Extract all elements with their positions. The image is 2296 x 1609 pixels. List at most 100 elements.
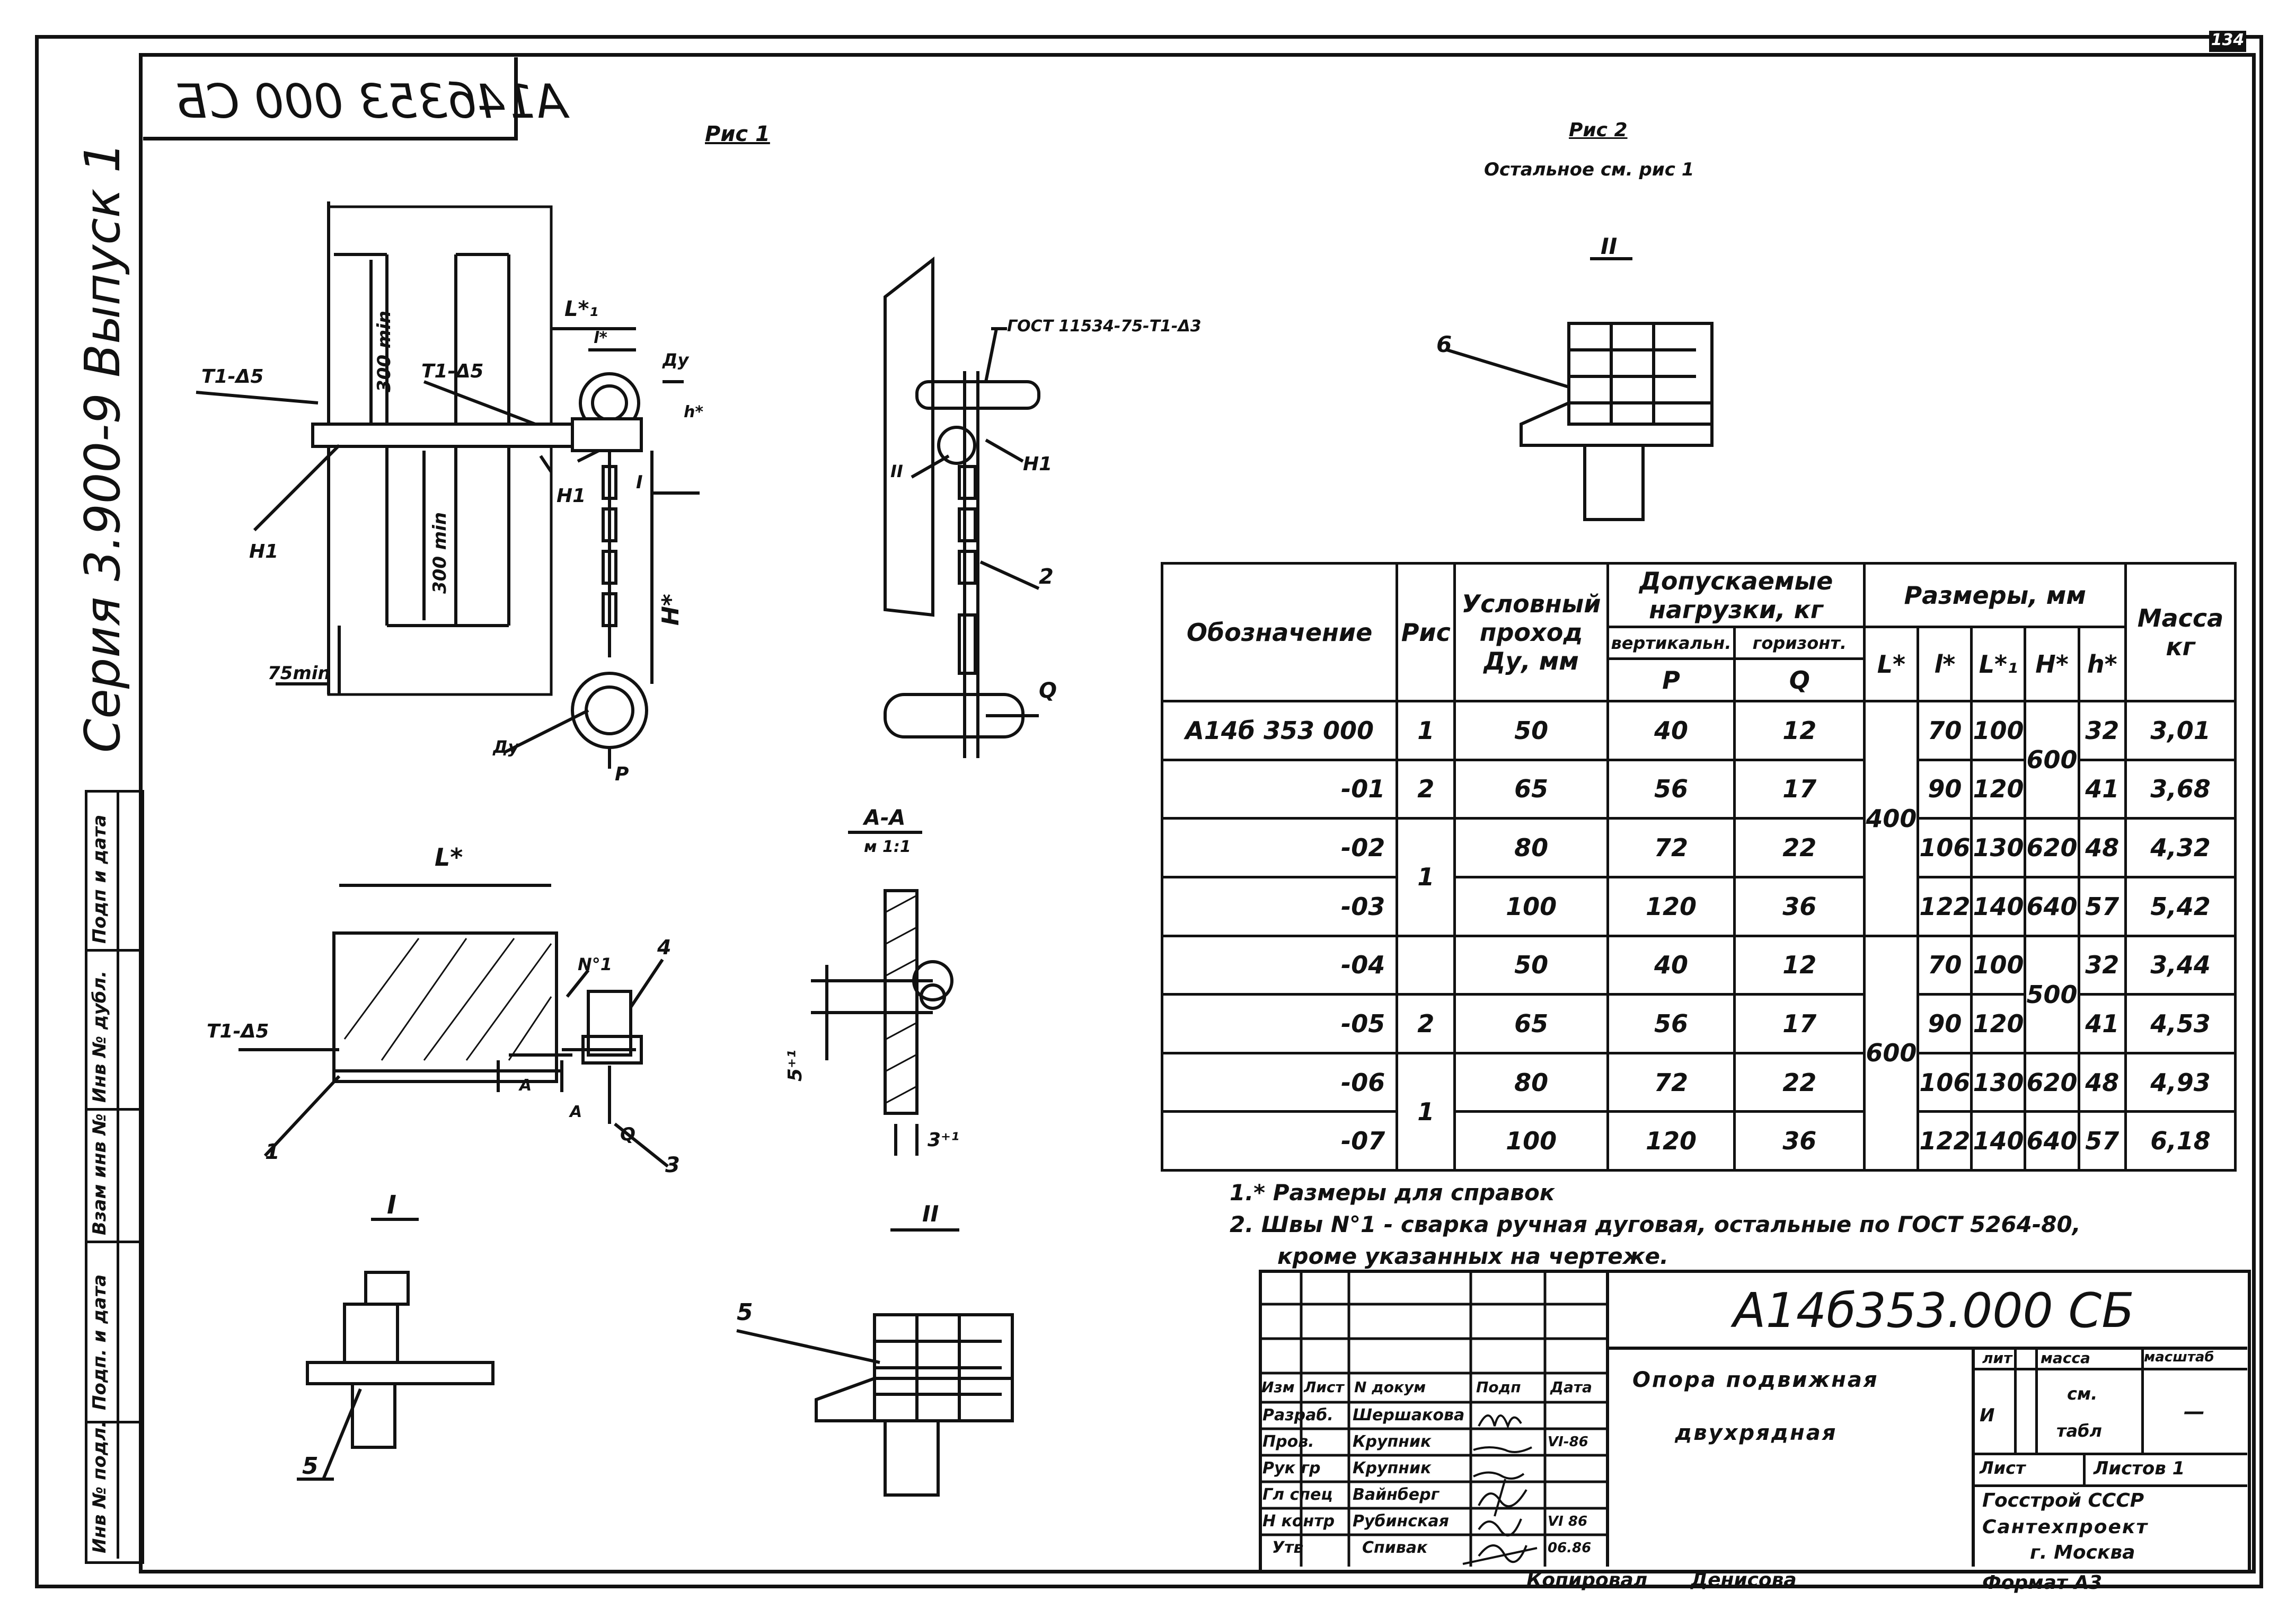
label-h1-b: Н1 <box>557 485 586 507</box>
cell-H-500: 500 <box>2024 934 2080 1054</box>
label-h-small: h* <box>684 403 704 421</box>
cell-l: 70 <box>1917 700 1973 761</box>
cell-l: 106 <box>1917 1051 1973 1113</box>
cell-des: -02 <box>1160 817 1399 878</box>
h-horiz: горизонт. <box>1733 626 1866 660</box>
table-row: -01 2 65 56 17 90 120 41 3,68 <box>1160 758 2237 820</box>
tb-sheets: Листов 1 <box>2094 1458 2185 1479</box>
label-dy-a: Ду <box>663 350 689 370</box>
cell-h: 41 <box>2077 758 2127 820</box>
label-num2: 2 <box>1039 565 1054 589</box>
h-mass-1: Масса <box>2137 603 2224 632</box>
tb-name-5: Спивак <box>1362 1538 1428 1557</box>
footer-copied: Копировал <box>1526 1569 1648 1591</box>
cell-h: 41 <box>2077 993 2127 1054</box>
cell-p: 72 <box>1606 1051 1736 1113</box>
tb-divider-v6 <box>2083 1453 2086 1484</box>
cell-p: 120 <box>1606 1110 1736 1172</box>
tb-role-1: Пров. <box>1262 1432 1314 1451</box>
tb-divider-h3 <box>1972 1453 2247 1455</box>
cell-q: 12 <box>1733 934 1866 996</box>
mirrored-code-box <box>143 57 518 140</box>
tb-scale-v: — <box>2184 1400 2205 1424</box>
strip-divider <box>85 790 119 1559</box>
cell-dn: 65 <box>1453 993 1609 1054</box>
h-dn-3: Ду, мм <box>1483 646 1579 675</box>
h-l1: L*₁ <box>1970 626 2027 702</box>
tb-role-5: Утв <box>1272 1538 1304 1557</box>
tb-h-sign: Подп <box>1476 1378 1521 1396</box>
tb-divider-v3 <box>2014 1347 2017 1453</box>
tb-divider-h4 <box>1972 1484 2247 1487</box>
tb-divider-h <box>1606 1347 2247 1350</box>
h-p: P <box>1606 657 1736 702</box>
cell-l: 90 <box>1917 993 1973 1054</box>
cell-H-600: 600 <box>2024 699 2080 820</box>
fig1-title: Рис 1 <box>705 122 770 146</box>
fig2-title: Рис 2 <box>1569 119 1628 141</box>
cell-mass: 5,42 <box>2124 875 2237 937</box>
tb-grid <box>1259 1270 1606 1567</box>
tb-h-izm: Изм <box>1261 1378 1295 1396</box>
tb-date-1: VI-86 <box>1548 1434 1588 1450</box>
title-block-frame <box>1259 1270 2251 1573</box>
tb-org-2: Сантехпроект <box>1982 1516 2149 1538</box>
cell-l: 122 <box>1917 875 1973 937</box>
tb-date-5: 06.86 <box>1548 1540 1592 1556</box>
label-t1-d5-b: Т1-Δ5 <box>421 361 484 382</box>
note-2b: кроме указанных на чертеже. <box>1277 1243 1668 1269</box>
cell-q: 22 <box>1733 817 1866 878</box>
tb-doc-code: А14б353.000 СБ <box>1733 1283 2134 1339</box>
cell-L-400: 400 <box>1863 700 1920 937</box>
tb-name-3: Вайнберг <box>1353 1485 1440 1504</box>
tb-name-4: Рубинская <box>1353 1512 1449 1531</box>
cell-l1: 130 <box>1970 817 2027 878</box>
table-row: А14б 353 000 1 50 40 12 400 70 100 600 3… <box>1160 699 2237 937</box>
label-num5-a: 5 <box>302 1453 319 1480</box>
cell-des: А14б 353 000 <box>1160 700 1399 761</box>
cell-l: 70 <box>1917 934 1973 996</box>
strip-line <box>85 1108 139 1111</box>
label-no1: N°1 <box>578 954 613 974</box>
cell-q: 36 <box>1733 875 1866 937</box>
cell-dn: 100 <box>1453 1110 1609 1172</box>
table-row: -03 100 120 36 122 140 640 57 5,42 <box>1160 875 2237 937</box>
h-dn-1: Условный <box>1461 589 1601 618</box>
cell-des: -04 <box>1160 934 1399 996</box>
tb-name-1: Опора подвижная <box>1632 1368 1879 1392</box>
cell-h: 32 <box>2077 934 2127 996</box>
label-l-star: L* <box>435 843 463 872</box>
cell-fig <box>1396 934 1456 996</box>
table-row: -04 50 40 12 600 70 100 500 32 3,44 <box>1160 934 2237 1172</box>
tb-name-1: Крупник <box>1353 1432 1432 1451</box>
h-L: L* <box>1863 626 1920 702</box>
cell-mass: 4,93 <box>2124 1051 2237 1113</box>
label-h1-a: Н1 <box>249 541 279 562</box>
inner-border <box>139 53 2256 1573</box>
side-strip <box>85 790 144 1564</box>
tb-org-1: Госстрой СССР <box>1982 1490 2144 1511</box>
label-num6: 6 <box>1436 331 1452 357</box>
cell-q: 36 <box>1733 1110 1866 1172</box>
label-dy-b: Ду <box>493 737 519 757</box>
label-num4: 4 <box>657 936 672 959</box>
cell-h: 57 <box>2077 1110 2127 1172</box>
h-H: H* <box>2024 626 2080 702</box>
tb-role-3: Гл спец <box>1262 1485 1333 1504</box>
section-scale: м 1:1 <box>864 838 911 856</box>
tb-h-date: Дата <box>1550 1378 1592 1396</box>
cell-fig: 1 <box>1396 700 1456 761</box>
cell-dn: 65 <box>1453 758 1609 820</box>
label-t1-d5-c: Т1-Δ5 <box>207 1021 269 1042</box>
view-ii-top: II <box>1601 233 1618 259</box>
label-q-b: Q <box>620 1124 635 1145</box>
h-load-1: Допускаемые <box>1639 566 1833 595</box>
dim-5: 5⁺¹ <box>784 1050 806 1082</box>
tb-role-4: Н контр <box>1262 1512 1335 1531</box>
h-designation: Обозначение <box>1160 562 1399 702</box>
cell-fig: 2 <box>1396 758 1456 820</box>
tb-mass-v2: табл <box>2056 1421 2102 1441</box>
